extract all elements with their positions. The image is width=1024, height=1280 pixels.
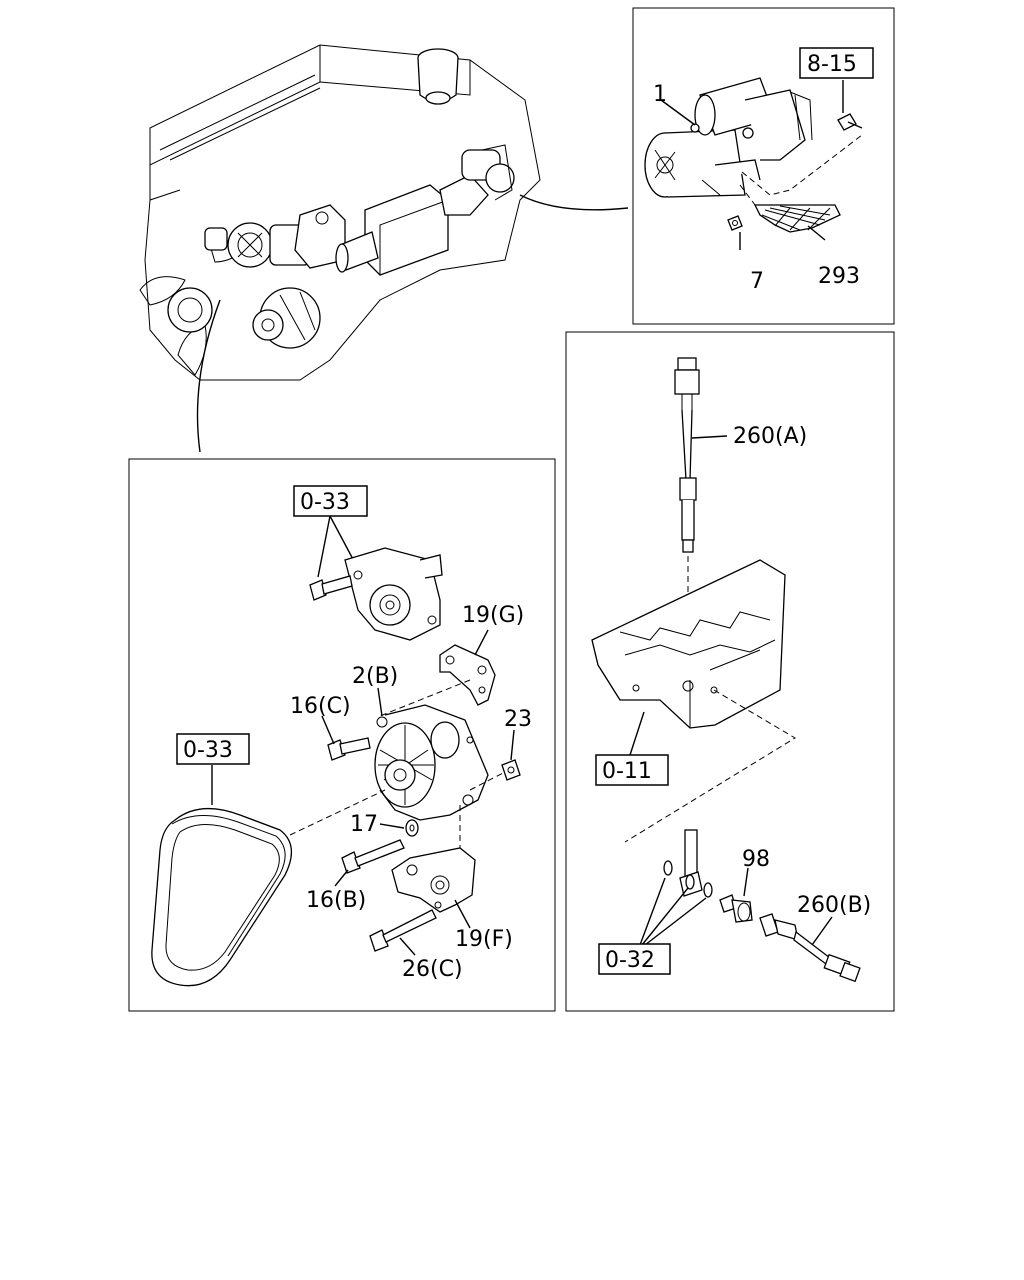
bracket-g-icon	[439, 644, 496, 706]
engine-fuel-housing-icon	[294, 184, 449, 276]
label-bolt-16b: 16(B)	[306, 888, 366, 913]
engine-pump-icon	[204, 222, 311, 268]
label-sensor-b: 260(B)	[797, 893, 871, 918]
alternator-panel	[128, 458, 556, 1012]
nut-23-icon	[501, 759, 521, 781]
label-starter-ref: 8-15	[807, 52, 857, 77]
label-pump-ref: 0-33	[300, 490, 350, 515]
ref-box-0-33-belt	[176, 733, 250, 765]
label-bolt-16c: 16(C)	[290, 694, 351, 719]
label-bracket-f: 19(F)	[455, 927, 513, 952]
bolt-16b-icon	[341, 839, 405, 874]
sensor-panel	[565, 331, 895, 1012]
bolt-26c-icon	[369, 909, 437, 952]
alternator-icon	[374, 704, 489, 821]
sensor-fitting-icon	[663, 829, 713, 898]
engine-overview-drawing	[139, 44, 541, 381]
starter-nut-icon	[727, 215, 743, 231]
label-alt-2b: 2(B)	[352, 664, 398, 689]
pump-bolt-icon	[309, 575, 353, 601]
starter-motor-icon	[644, 77, 813, 198]
sensor-b-icon	[759, 913, 861, 983]
label-sensor-a: 260(A)	[733, 424, 807, 449]
pump-assembly-icon	[344, 547, 443, 641]
leader-starter-curve	[519, 194, 629, 211]
engine-fan-icon	[139, 240, 246, 376]
label-nut-23: 23	[504, 707, 532, 732]
cylinder-head-icon	[591, 559, 786, 729]
label-bracket-g: 19(G)	[462, 603, 524, 628]
bracket-f-icon	[391, 847, 476, 913]
starter-panel	[632, 7, 895, 325]
engine-starter-icon	[439, 144, 515, 216]
starter-bolt-icon	[837, 113, 863, 131]
sensor-a-icon	[674, 357, 700, 553]
oil-filler-cap-icon	[417, 48, 459, 105]
drive-belt-icon	[151, 807, 292, 987]
label-starter-bracket: 293	[818, 264, 860, 289]
label-head-ref: 0-11	[602, 759, 652, 784]
label-starter-nut: 7	[750, 269, 764, 294]
starter-bracket-icon	[753, 204, 841, 233]
label-washer-17: 17	[350, 812, 378, 837]
label-sensor-bolt: 98	[742, 847, 770, 872]
label-starter-part: 1	[653, 82, 667, 107]
washer-17-icon	[405, 819, 419, 837]
engine-alternator-icon	[252, 287, 321, 349]
leader-alternator-curve	[196, 299, 221, 453]
label-bolt-26c: 26(C)	[402, 957, 463, 982]
bolt-16c-icon	[327, 737, 371, 761]
ref-box-0-32	[598, 943, 671, 975]
sensor-bolt-icon	[719, 894, 753, 923]
ref-box-8-15	[799, 47, 874, 79]
label-washer-ref: 0-32	[605, 948, 655, 973]
label-belt-ref: 0-33	[183, 738, 233, 763]
ref-box-0-11	[595, 754, 669, 786]
